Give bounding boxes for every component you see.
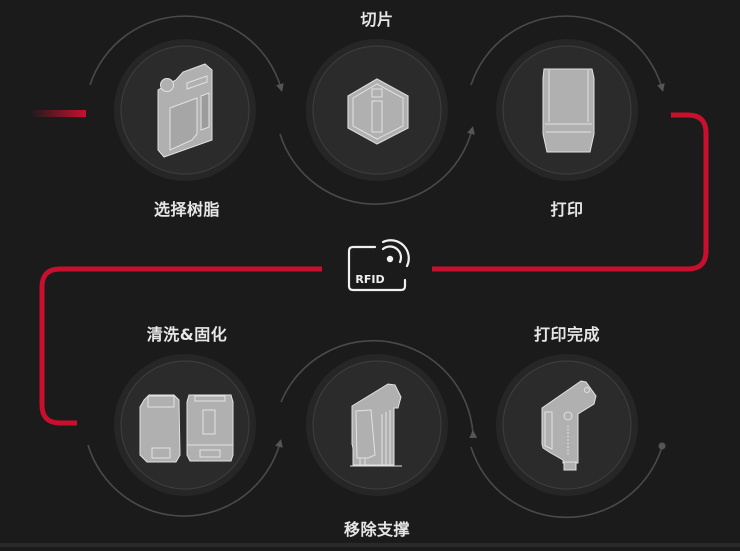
- entry-line: [30, 110, 86, 117]
- arc-start-dot: [658, 442, 666, 450]
- arc-complete-in: [470, 446, 663, 519]
- bottom-edge-strip: [0, 543, 740, 547]
- supports-part-icon: [350, 383, 402, 467]
- wash-cure-machines-icon: [139, 394, 234, 463]
- resin-bottle-icon: [157, 63, 213, 158]
- step-label-print: 打印: [550, 200, 584, 219]
- step-label-wash-cure: 清洗&固化: [146, 325, 228, 344]
- red-flow-line: [30, 110, 709, 426]
- arc-wash-to-remove: [87, 439, 283, 517]
- resin-tank-icon: [542, 68, 595, 153]
- arc-remove-from-complete: [280, 339, 478, 439]
- rfid-badge: RFID: [322, 239, 432, 292]
- right-connector: [432, 112, 709, 272]
- step-label-select-resin: 选择树脂: [153, 200, 221, 219]
- left-connector: [39, 266, 322, 426]
- arc-resin-to-slice: [89, 15, 284, 92]
- step-label-slice: 切片: [360, 10, 394, 29]
- flow-arcs: [87, 15, 666, 519]
- rfid-text: RFID: [355, 273, 384, 286]
- build-plate-part-icon: [541, 380, 597, 471]
- arc-slice-to-print: [279, 126, 475, 205]
- step-label-print-complete: 打印完成: [533, 325, 601, 344]
- step-label-remove-supports: 移除支撑: [343, 520, 411, 539]
- rfid-signal-icon: [386, 255, 394, 263]
- arc-print-out: [470, 15, 665, 92]
- slicer-hexagon-icon: [347, 78, 409, 145]
